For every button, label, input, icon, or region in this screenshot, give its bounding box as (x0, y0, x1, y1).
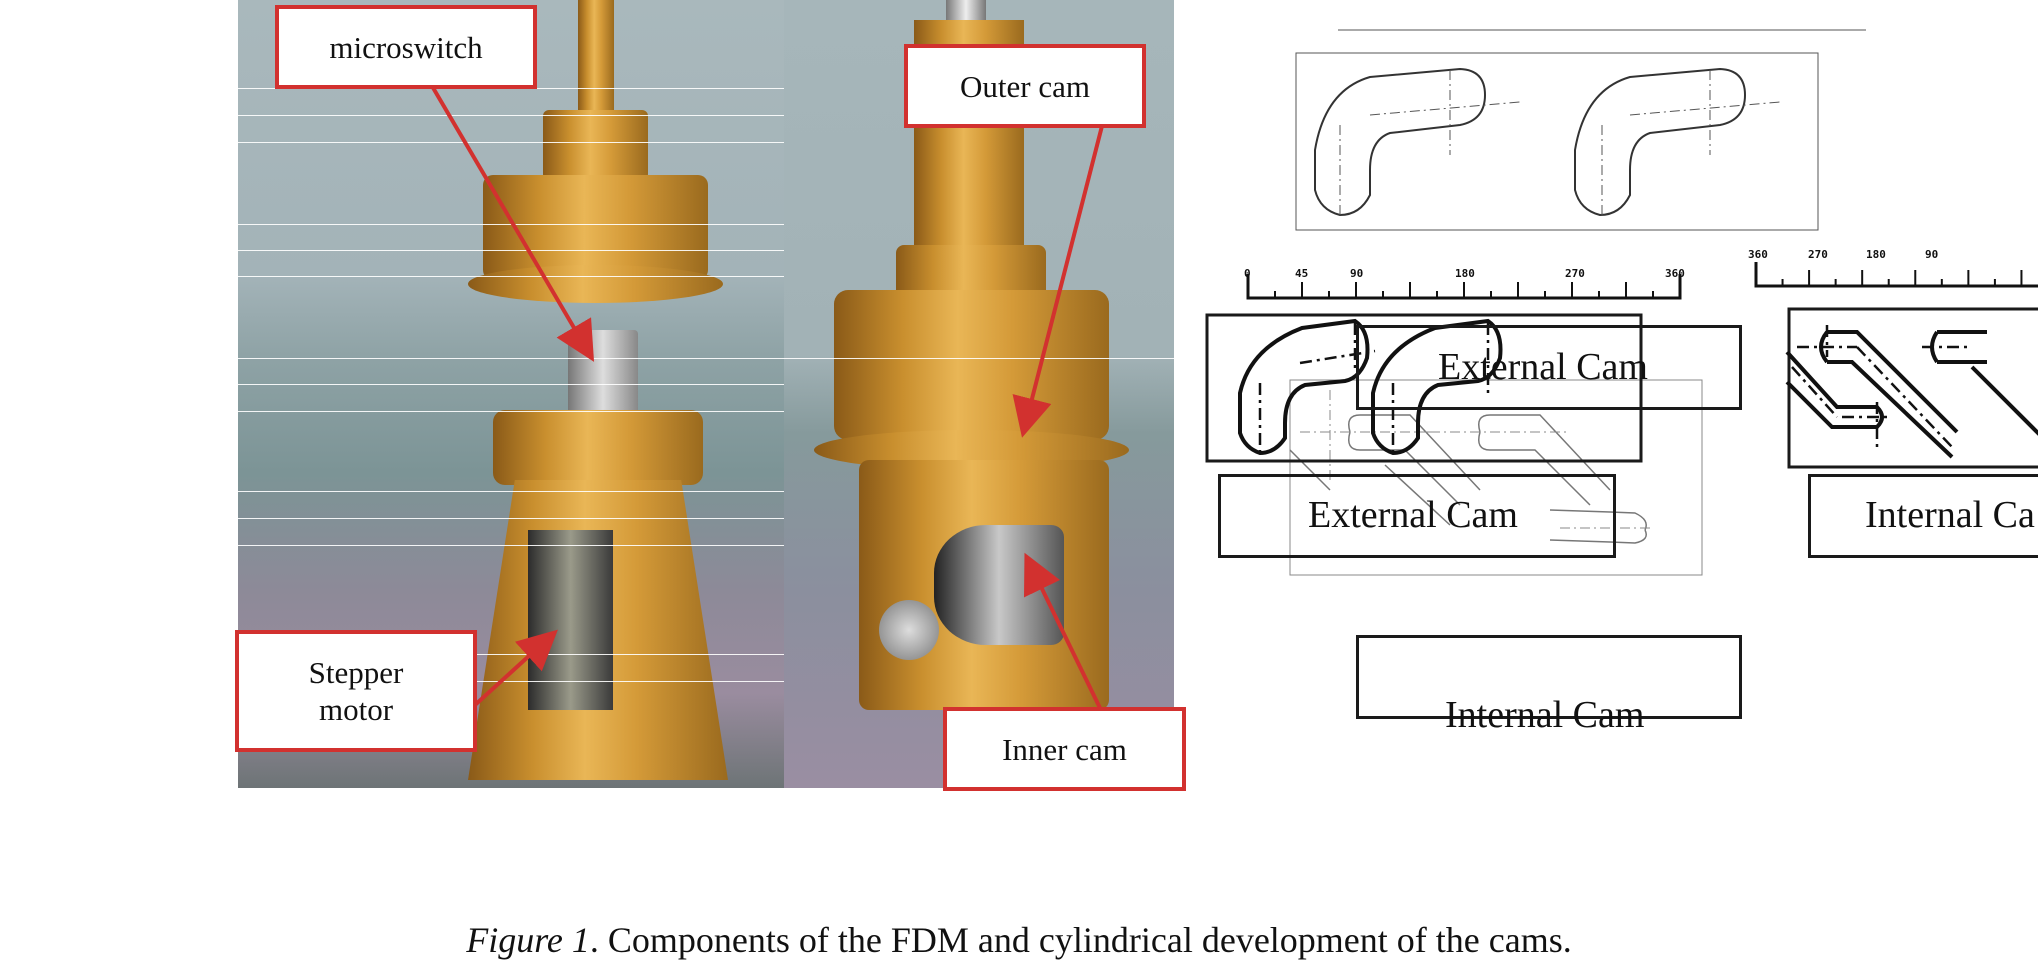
callout-outer-cam: Outer cam (904, 44, 1146, 128)
ext-tick-90: 90 (1350, 267, 1363, 280)
external-cam-label: External Cam (1308, 494, 1518, 536)
arrow-inner-cam (1024, 552, 1102, 709)
external-cam-slot-2 (1371, 318, 1503, 456)
external-cam-overlay-label: External Cam (1438, 346, 1648, 388)
lower-collar (493, 410, 703, 485)
external-cam-frame (1205, 313, 1643, 463)
internal-cam-bottom-box (1356, 635, 1742, 719)
thin-frame (1295, 52, 1819, 231)
arrow-outer-cam (1012, 125, 1104, 438)
internal-cam-slot (1785, 330, 2038, 459)
internal-cam-centerlines (1791, 325, 1967, 448)
ext-tick-45: 45 (1295, 267, 1308, 280)
callout-stepper-motor: Stepper motor (235, 630, 477, 752)
external-ruler-minor-ticks (1247, 282, 1681, 298)
figure-caption-text: . Components of the FDM and cylindrical … (589, 920, 1572, 960)
callout-microswitch-text: microswitch (329, 29, 483, 65)
shaft (578, 0, 614, 130)
internal-cam-label-box (1808, 474, 2038, 558)
external-ruler: 0 45 90 180 270 360 (1244, 267, 1685, 300)
photo-assembly-right (784, 0, 1174, 788)
scan-line (238, 115, 784, 116)
internal-cam-drawing (1785, 307, 2038, 469)
ext-tick-0: 0 (1244, 267, 1251, 280)
internal-ruler: 360 270 180 90 (1748, 248, 2038, 288)
stepper-motor-part (528, 530, 613, 710)
scan-line (238, 224, 784, 225)
scan-line (238, 654, 784, 655)
flange (468, 265, 723, 303)
internal-cam-partial-label: Internal Ca (1865, 494, 2035, 536)
scan-line (238, 491, 784, 492)
callout-stepper-line1: Stepper (308, 655, 404, 690)
thin-cam-drawing (1295, 29, 1866, 231)
figure-number: Figure 1 (466, 920, 590, 960)
external-cam-label-box (1218, 474, 1616, 558)
internal-cam-bottom-label: Internal Cam (1445, 694, 1645, 736)
scan-line (238, 384, 784, 385)
shaft-step (543, 110, 648, 180)
outer-cam-body (834, 290, 1109, 440)
callout-inner-cam-text: Inner cam (1002, 731, 1127, 767)
scan-line (238, 518, 784, 519)
external-cam-slot-1 (1238, 318, 1370, 456)
external-cam-overlay-box (1356, 325, 1742, 410)
internal-ruler-minor-ticks (1755, 270, 2023, 286)
scan-line (238, 545, 784, 546)
int-tick-90: 90 (1925, 248, 1938, 261)
callout-outer-cam-text: Outer cam (960, 68, 1090, 104)
ext-tick-270: 270 (1565, 267, 1585, 280)
thin-slot-2 (1574, 67, 1747, 217)
int-tick-270: 270 (1808, 248, 1828, 261)
arrow-microswitch (430, 84, 595, 362)
scan-line (238, 250, 784, 251)
scan-line (238, 142, 784, 143)
external-cam-centerlines (1258, 323, 1490, 453)
scan-line (238, 276, 784, 277)
external-cam-drawing (1205, 313, 1643, 463)
thin-slot-1 (1314, 67, 1487, 217)
callout-stepper-line2: motor (318, 692, 394, 727)
ext-tick-180: 180 (1455, 267, 1475, 280)
figure-caption: Figure 1. Components of the FDM and cyli… (0, 919, 2038, 961)
scan-line (238, 411, 784, 412)
ext-tick-360: 360 (1665, 267, 1685, 280)
int-tick-180: 180 (1866, 248, 1886, 261)
outer-cylinder (483, 175, 708, 280)
callout-microswitch: microswitch (275, 5, 537, 89)
bearing (879, 600, 939, 660)
internal-cam-frame (1787, 307, 2038, 469)
arrow-stepper-motor (473, 629, 558, 707)
scan-line (238, 681, 784, 682)
callout-inner-cam: Inner cam (943, 707, 1186, 791)
int-tick-360: 360 (1748, 248, 1768, 261)
thin-centerlines (1339, 70, 1781, 215)
scan-line (238, 358, 1174, 359)
